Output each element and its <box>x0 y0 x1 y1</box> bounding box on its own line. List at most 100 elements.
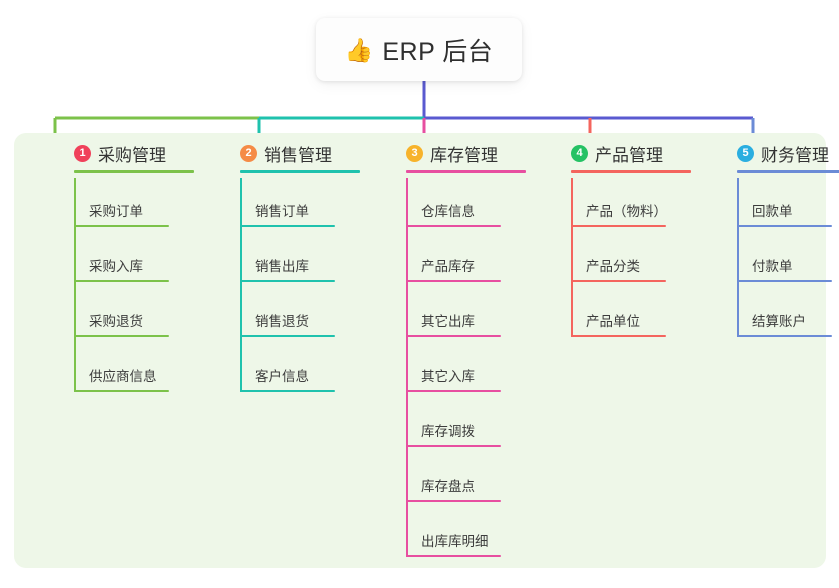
module-item-list-1: 采购订单采购入库采购退货供应商信息 <box>48 178 208 398</box>
module-item[interactable]: 产品单位 <box>571 288 705 343</box>
module-item-label: 库存盘点 <box>421 479 475 494</box>
module-item-underline <box>406 555 501 557</box>
module-item-label: 其它入库 <box>421 369 475 384</box>
module-item-label: 出库库明细 <box>421 534 489 549</box>
module-item-list-4: 产品（物料） 产品分类产品单位 <box>545 178 705 343</box>
module-header-underline-2 <box>240 170 360 173</box>
module-item-label: 销售订单 <box>255 204 309 219</box>
module-header-underline-1 <box>74 170 194 173</box>
module-header-3[interactable]: 3 库存管理 <box>380 133 540 173</box>
module-header-underline-5 <box>737 170 839 173</box>
module-item-label: 结算账户 <box>752 314 806 329</box>
module-item[interactable]: 产品库存 <box>406 233 540 288</box>
module-item-label: 产品（物料） <box>586 204 667 219</box>
module-item-underline <box>406 335 501 337</box>
modules-panel: 1 采购管理采购订单采购入库采购退货供应商信息 2 销售管理销售订单销售出库销售退货客… <box>14 133 839 568</box>
module-header-2[interactable]: 2 销售管理 <box>214 133 374 173</box>
module-title-3: 库存管理 <box>430 145 498 165</box>
module-header-1[interactable]: 1 采购管理 <box>48 133 208 173</box>
module-spine-5 <box>737 178 739 337</box>
module-item-label: 产品库存 <box>421 259 475 274</box>
module-item-underline <box>571 280 666 282</box>
module-item-underline <box>240 225 335 227</box>
root-node-title: ERP 后台 <box>382 37 494 66</box>
module-item-underline <box>240 280 335 282</box>
module-item-label: 回款单 <box>752 204 793 219</box>
module-item[interactable]: 产品（物料） <box>571 178 705 233</box>
module-item-underline <box>74 280 169 282</box>
module-item[interactable]: 销售订单 <box>240 178 374 233</box>
module-column-1: 1 采购管理采购订单采购入库采购退货供应商信息 <box>48 133 208 398</box>
module-item-label: 销售出库 <box>255 259 309 274</box>
module-item-label: 产品分类 <box>586 259 640 274</box>
module-item[interactable]: 产品分类 <box>571 233 705 288</box>
module-item[interactable]: 销售出库 <box>240 233 374 288</box>
module-item-label: 采购订单 <box>89 204 143 219</box>
module-item[interactable]: 其它入库 <box>406 343 540 398</box>
module-item-underline <box>571 335 666 337</box>
module-title-5: 财务管理 <box>761 145 829 165</box>
module-item[interactable]: 采购入库 <box>74 233 208 288</box>
module-item-underline <box>406 280 501 282</box>
module-column-3: 3 库存管理仓库信息产品库存其它出库其它入库库存调拨库存盘点出库库明细 <box>380 133 540 563</box>
module-item-list-2: 销售订单销售出库销售退货客户信息 <box>214 178 374 398</box>
module-item-underline <box>406 445 501 447</box>
module-item-label: 采购入库 <box>89 259 143 274</box>
module-item-underline <box>74 335 169 337</box>
module-item-underline <box>737 280 832 282</box>
module-column-4: 4 产品管理产品（物料） 产品分类产品单位 <box>545 133 705 343</box>
module-item[interactable]: 客户信息 <box>240 343 374 398</box>
module-item[interactable]: 出库库明细 <box>406 508 540 563</box>
module-title-2: 销售管理 <box>264 145 332 165</box>
module-spine-4 <box>571 178 573 337</box>
module-badge-5: 5 <box>737 144 754 162</box>
module-item-label: 付款单 <box>752 259 793 274</box>
module-item-underline <box>737 335 832 337</box>
module-item-underline <box>406 390 501 392</box>
module-item-underline <box>737 225 832 227</box>
module-item[interactable]: 其它出库 <box>406 288 540 343</box>
module-item-list-5: 回款单付款单结算账户 <box>711 178 839 343</box>
module-item-label: 销售退货 <box>255 314 309 329</box>
module-badge-3: 3 <box>406 144 423 162</box>
module-badge-1: 1 <box>74 144 91 162</box>
module-item[interactable]: 供应商信息 <box>74 343 208 398</box>
module-item-label: 客户信息 <box>255 369 309 384</box>
module-spine-1 <box>74 178 76 392</box>
module-item[interactable]: 库存盘点 <box>406 453 540 508</box>
module-badge-2: 2 <box>240 144 257 162</box>
module-item-list-3: 仓库信息产品库存其它出库其它入库库存调拨库存盘点出库库明细 <box>380 178 540 563</box>
module-header-underline-4 <box>571 170 691 173</box>
module-item[interactable]: 回款单 <box>737 178 839 233</box>
module-spine-3 <box>406 178 408 557</box>
module-item-label: 其它出库 <box>421 314 475 329</box>
thumbs-up-icon: 👍 <box>344 37 374 63</box>
module-item[interactable]: 销售退货 <box>240 288 374 343</box>
module-title-4: 产品管理 <box>595 145 663 165</box>
module-item-underline <box>74 225 169 227</box>
module-header-5[interactable]: 5 财务管理 <box>711 133 839 173</box>
module-item-underline <box>240 335 335 337</box>
module-item-label: 仓库信息 <box>421 204 475 219</box>
module-column-2: 2 销售管理销售订单销售出库销售退货客户信息 <box>214 133 374 398</box>
module-item-underline <box>240 390 335 392</box>
module-title-1: 采购管理 <box>98 145 166 165</box>
module-header-4[interactable]: 4 产品管理 <box>545 133 705 173</box>
module-item[interactable]: 采购订单 <box>74 178 208 233</box>
module-item[interactable]: 结算账户 <box>737 288 839 343</box>
module-item-label: 库存调拨 <box>421 424 475 439</box>
root-node-erp-backend[interactable]: 👍 ERP 后台 <box>316 18 522 81</box>
module-column-5: 5 财务管理回款单付款单结算账户 <box>711 133 839 343</box>
module-spine-2 <box>240 178 242 392</box>
module-item[interactable]: 采购退货 <box>74 288 208 343</box>
module-item-label: 采购退货 <box>89 314 143 329</box>
module-item[interactable]: 库存调拨 <box>406 398 540 453</box>
module-item-label: 供应商信息 <box>89 369 157 384</box>
module-item[interactable]: 付款单 <box>737 233 839 288</box>
module-item-underline <box>571 225 666 227</box>
module-item-label: 产品单位 <box>586 314 640 329</box>
module-item-underline <box>406 500 501 502</box>
module-item[interactable]: 仓库信息 <box>406 178 540 233</box>
module-header-underline-3 <box>406 170 526 173</box>
module-badge-4: 4 <box>571 144 588 162</box>
